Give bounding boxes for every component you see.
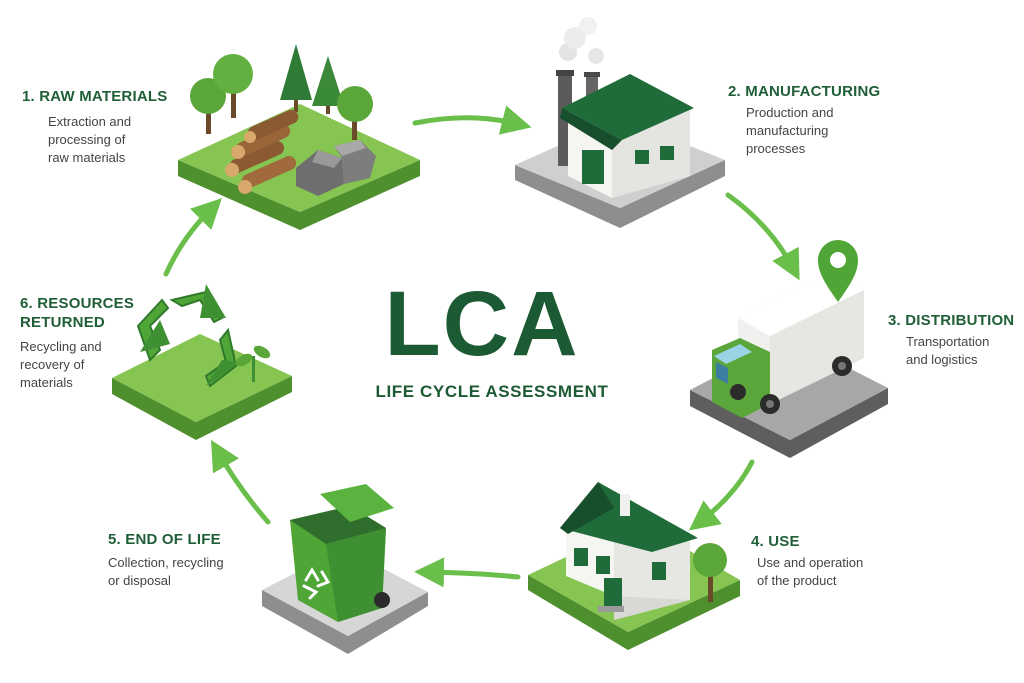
delivery-truck-icon	[690, 272, 888, 458]
cycle-arrows	[163, 105, 800, 588]
stage-title-resources-returned: 6. RESOURCES RETURNED	[20, 295, 135, 331]
lca-title: LCA	[384, 273, 580, 375]
stage-title-end-of-life: 5. END OF LIFE	[108, 531, 221, 548]
stage-desc-use: Use and operation of the product	[757, 555, 864, 588]
house-icon	[528, 482, 740, 650]
stage-title-use: 4. USE	[751, 533, 800, 550]
location-pin-icon	[818, 240, 858, 302]
recycling-bin-icon	[262, 484, 428, 654]
lca-subtitle: LIFE CYCLE ASSESSMENT	[375, 382, 609, 401]
forest-logs-rocks-icon	[178, 44, 420, 230]
factory-icon	[515, 17, 725, 228]
arrow-distribution-to-use	[688, 459, 755, 531]
stage-desc-resources-returned: Recycling and recovery of materials	[20, 339, 102, 390]
arrow-raw-to-manufacturing	[412, 105, 532, 135]
recycle-symbol-icon	[112, 284, 292, 440]
arrow-manufacturing-to-distribution	[725, 192, 800, 281]
arrow-end-of-life-to-resources	[210, 439, 271, 525]
stage-desc-raw-materials: Extraction and processing of raw materia…	[48, 114, 132, 165]
stage-desc-distribution: Transportation and logistics	[906, 334, 990, 367]
stage-desc-manufacturing: Production and manufacturing processes	[746, 105, 834, 156]
stage-title-manufacturing: 2. MANUFACTURING	[728, 83, 881, 100]
arrow-use-to-end-of-life	[414, 557, 521, 588]
stage-title-distribution: 3. DISTRIBUTION	[888, 312, 1015, 329]
stage-title-raw-materials: 1. RAW MATERIALS	[22, 88, 168, 105]
stage-desc-end-of-life: Collection, recycling or disposal	[108, 555, 224, 588]
arrow-resources-to-raw	[163, 198, 222, 277]
